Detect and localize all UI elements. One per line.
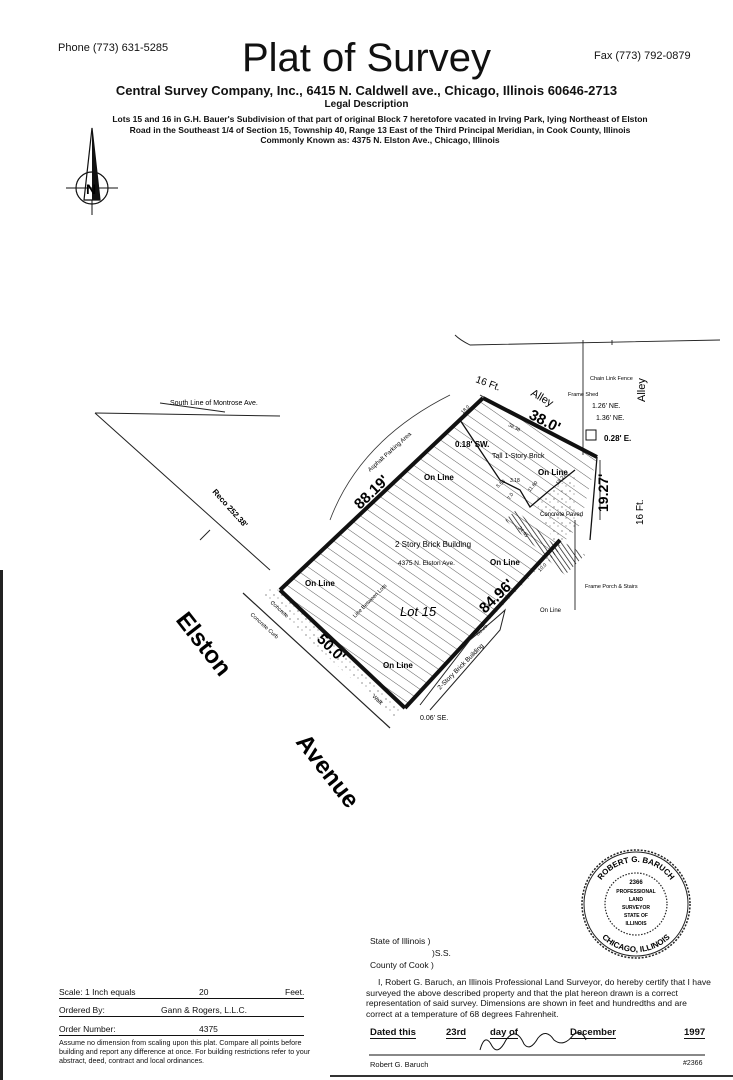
- small-dimension: 3.18: [510, 478, 520, 484]
- license-number: #2366: [683, 1060, 703, 1067]
- montrose-label: South Line of Montrose Ave.: [170, 400, 258, 407]
- page-title: Plat of Survey: [241, 36, 491, 80]
- asphalt-parking-label: Asphalt Parking Area: [367, 431, 413, 473]
- north-label: N: [86, 181, 96, 197]
- legal-line: Road in the Southeast 1/4 of Section 15,…: [129, 124, 631, 135]
- offset-se: 0.06' SE.: [420, 715, 448, 722]
- order-number-label: Order Number:: [59, 1024, 116, 1034]
- fax-number: Fax (773) 792-0879: [594, 50, 691, 62]
- alley-right-label: Alley: [636, 378, 648, 402]
- street-width-top: 16 Ft.: [474, 374, 502, 393]
- building-label: 2 Story Brick Building: [395, 540, 471, 549]
- svg-text:LAND: LAND: [629, 897, 643, 903]
- street-name-avenue: Avenue: [290, 729, 364, 813]
- lot-boundary: [278, 396, 598, 710]
- alley-top-label: Alley: [529, 387, 556, 410]
- disclaimer: Assume no dimension from scaling upon th…: [59, 1038, 311, 1065]
- concrete-curb-label: Concrete Curb: [249, 612, 280, 640]
- dated-year: 1997: [684, 1027, 706, 1039]
- scan-edge: [0, 570, 3, 1080]
- small-dimension: 38.38: [507, 422, 521, 433]
- dim-e: 19.27': [595, 474, 611, 512]
- lot-hatch: [280, 398, 597, 708]
- on-line-label: On Line: [383, 661, 413, 670]
- certification-text: I, Robert G. Baruch, an Illinois Profess…: [366, 977, 711, 1019]
- chain-link-label: Chain Link Fence: [590, 376, 633, 382]
- surveyor-seal: ROBERT G. BARUCH CHICAGO, ILLINOIS 2366 …: [581, 849, 691, 959]
- ordered-by-row: Ordered By: Gann & Rogers, L.L.C.: [59, 1005, 304, 1017]
- small-dimension: 10.0: [537, 562, 548, 573]
- offset-ne-1: 1.26' NE.: [592, 403, 621, 410]
- ordered-by-label: Ordered By:: [59, 1005, 105, 1015]
- legal-description: Lots 15 and 16 in G.H. Bauer's Subdivisi…: [100, 114, 660, 146]
- legal-description-heading: Legal Description: [324, 99, 409, 110]
- frame-porch-label: Frame Porch & Stairs: [585, 584, 638, 590]
- small-dimension: 18.0: [460, 404, 471, 415]
- svg-text:STATE OF: STATE OF: [624, 913, 648, 919]
- neighbor-building-outline: [419, 608, 506, 711]
- county-line: County of Cook ): [370, 960, 434, 970]
- tall-brick-label: Tall 1-Story Brick: [492, 453, 545, 460]
- surveyor-name: Robert G. Baruch: [370, 1060, 429, 1069]
- on-line-label: On Line: [538, 468, 568, 477]
- on-line-label: On Line: [490, 558, 520, 567]
- small-dimension: 5.56: [495, 479, 506, 490]
- legal-line: Commonly Known as: 4375 N. Elston Ave., …: [260, 135, 500, 145]
- signature-image: [479, 1032, 587, 1051]
- scale-row: Scale: 1 Inch equals 20 Feet.: [59, 987, 304, 999]
- dated-label: Dated this: [370, 1027, 416, 1039]
- dated-day: 23rd: [446, 1027, 467, 1039]
- svg-text:2366: 2366: [629, 880, 643, 886]
- on-line-label: On Line: [540, 608, 562, 614]
- concrete-paved-label: Concrete Paved: [540, 512, 583, 518]
- frame-shed: [585, 429, 597, 441]
- svg-text:SURVEYOR: SURVEYOR: [622, 905, 650, 911]
- lot-label: Lot 15: [400, 604, 437, 619]
- street-name-elston: Elston: [170, 607, 236, 681]
- phone-number: Phone (773) 631-5285: [58, 42, 169, 54]
- on-line-label: On Line: [305, 579, 335, 588]
- dated-month: December: [570, 1027, 616, 1039]
- ordered-by-value: Gann & Rogers, L.L.C.: [161, 1005, 247, 1015]
- scale-label: Scale: 1 Inch equals: [59, 987, 136, 997]
- order-number-value: 4375: [199, 1024, 218, 1034]
- order-number-row: Order Number: 4375: [59, 1024, 304, 1036]
- concrete-paved: [535, 475, 575, 545]
- dated-row: Dated this 23rd day of December 1997: [370, 1027, 706, 1039]
- offset-sw: 0.18' SW.: [455, 440, 489, 449]
- record-dimension: Reco 252.38': [211, 487, 250, 529]
- dated-day-of: day of: [490, 1027, 518, 1039]
- on-line-label: On Line: [424, 473, 454, 482]
- svg-text:ILLINOIS: ILLINOIS: [625, 921, 647, 927]
- street-width-right: 16 Ft.: [635, 499, 646, 525]
- stairs: [505, 510, 560, 560]
- ss-line: )S.S.: [432, 948, 451, 958]
- frame-shed-label: Frame Shed: [568, 392, 598, 398]
- company-line: Central Survey Company, Inc., 6415 N. Ca…: [115, 83, 618, 98]
- frame-porch-stairs: [548, 540, 585, 575]
- state-line: State of Illinois ): [370, 936, 431, 946]
- montrose-line: [94, 402, 281, 571]
- svg-text:PROFESSIONAL: PROFESSIONAL: [616, 889, 655, 895]
- offset-e: 0.28' E.: [604, 434, 631, 443]
- legal-line: Lots 15 and 16 in G.H. Bauer's Subdivisi…: [112, 114, 648, 124]
- building-outline: [459, 419, 598, 541]
- north-arrow-icon: N: [66, 127, 118, 215]
- offset-ne-2: 1.36' NE.: [596, 415, 625, 422]
- small-dimension: 7.0: [507, 492, 516, 501]
- scale-unit: Feet.: [285, 987, 305, 997]
- scale-value: 20: [199, 987, 209, 997]
- curb-line: [242, 592, 391, 729]
- address-label: 4375 N. Elston Ave.: [398, 560, 455, 567]
- sidewalk: [262, 588, 405, 720]
- svg-text:ROBERT G. BARUCH: ROBERT G. BARUCH: [596, 855, 677, 882]
